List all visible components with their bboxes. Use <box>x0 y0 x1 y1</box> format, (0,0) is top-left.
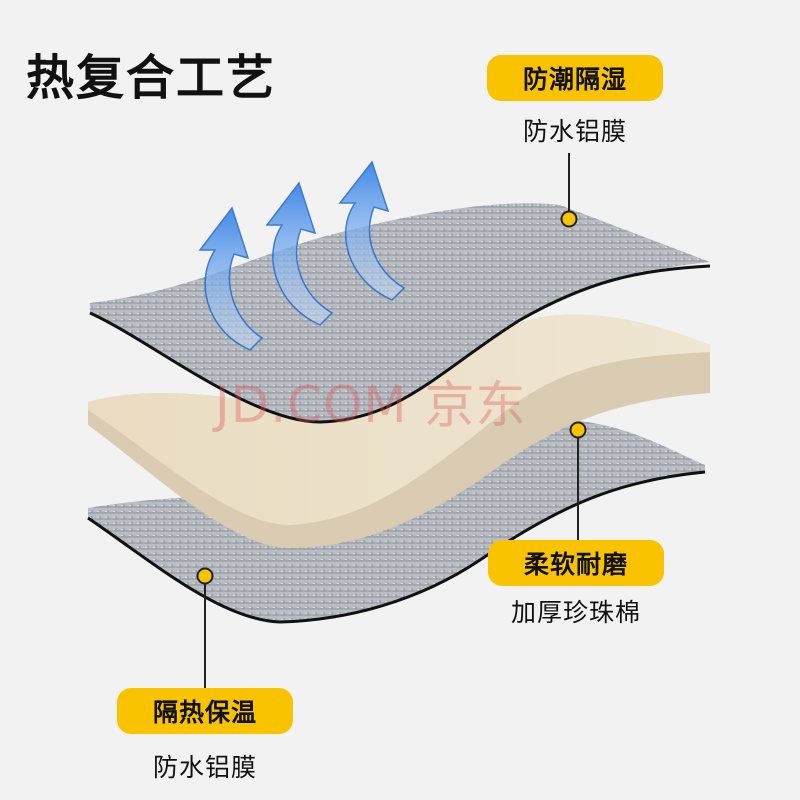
label-top-foil: 防水铝膜 <box>522 117 627 146</box>
callout-dots <box>196 210 587 585</box>
foam-layer <box>88 314 710 548</box>
badge-moisture-proof: 防潮隔湿 <box>487 55 663 101</box>
badge-insulation: 隔热保温 <box>117 688 293 734</box>
top-foil-layer <box>89 203 711 424</box>
label-bottom-foil: 防水铝膜 <box>152 753 257 782</box>
callout-lines <box>204 153 579 688</box>
page-title: 热复合工艺 <box>26 50 277 106</box>
label-foam: 加厚珍珠棉 <box>510 598 641 627</box>
badge-soft-durable: 柔软耐磨 <box>488 540 664 586</box>
heat-arrows-icon <box>198 160 406 351</box>
watermark: JD.COM 京东 <box>215 376 527 434</box>
